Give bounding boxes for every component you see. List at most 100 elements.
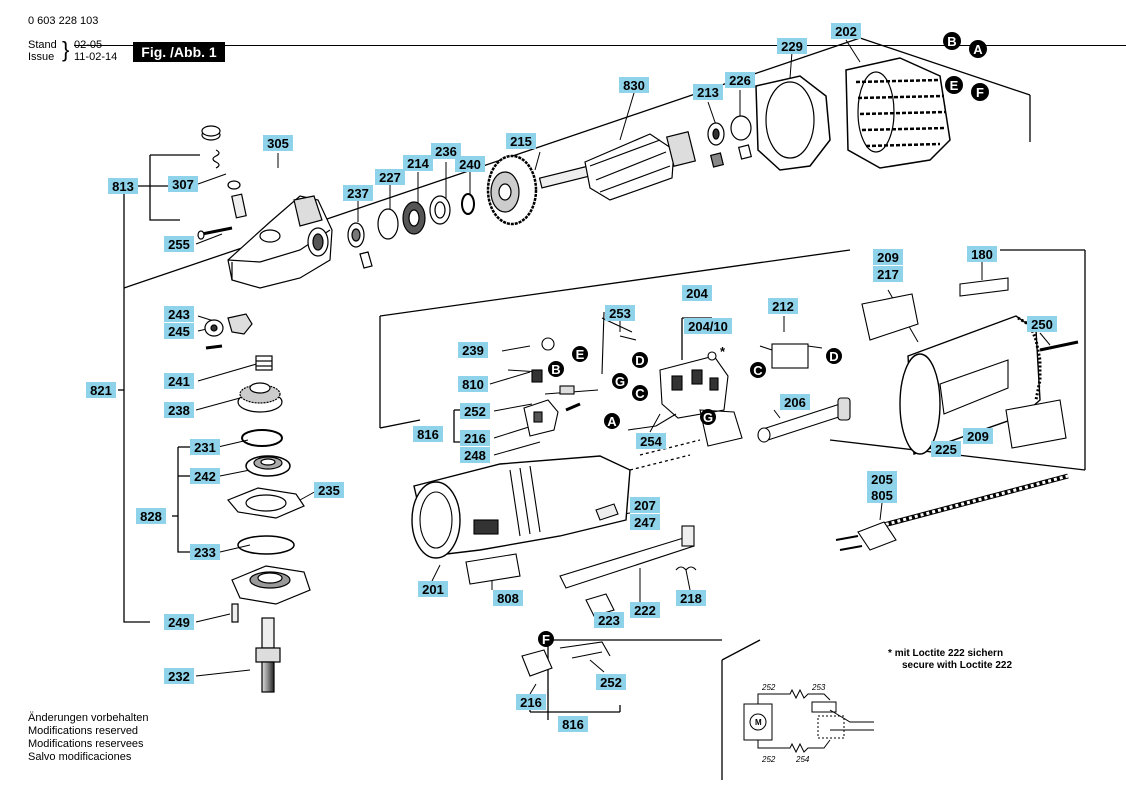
schematic-253: 253 <box>811 683 826 692</box>
label-252-mid: 252 <box>460 403 490 419</box>
svg-text:209: 209 <box>967 429 989 444</box>
label-255: 255 <box>164 236 194 252</box>
svg-text:805: 805 <box>871 488 893 503</box>
label-247: 247 <box>630 514 660 530</box>
brace: } <box>62 37 70 62</box>
gear-head-parts <box>197 125 333 693</box>
svg-text:828: 828 <box>140 509 162 524</box>
svg-text:212: 212 <box>772 299 794 314</box>
svg-text:810: 810 <box>462 377 484 392</box>
label-233: 233 <box>190 544 220 560</box>
label-206: 206 <box>780 394 810 410</box>
loctite-marker: * <box>720 344 726 359</box>
svg-text:204/10: 204/10 <box>688 319 728 334</box>
electrical-parts <box>411 277 1079 677</box>
svg-text:F: F <box>976 85 984 100</box>
loctite-star: * <box>888 648 892 659</box>
svg-text:B: B <box>947 34 956 49</box>
svg-text:816: 816 <box>417 427 439 442</box>
label-201: 201 <box>418 581 448 597</box>
svg-text:214: 214 <box>407 156 429 171</box>
svg-text:A: A <box>973 42 983 57</box>
svg-text:242: 242 <box>194 469 216 484</box>
label-238: 238 <box>164 402 194 418</box>
connector-g-lower: G <box>700 409 716 425</box>
svg-text:218: 218 <box>680 591 702 606</box>
svg-text:305: 305 <box>267 136 289 151</box>
label-218: 218 <box>676 590 706 606</box>
label-209-bottom: 209 <box>963 428 993 444</box>
svg-text:253: 253 <box>609 306 631 321</box>
label-232: 232 <box>164 668 194 684</box>
svg-text:C: C <box>635 386 645 401</box>
svg-text:813: 813 <box>112 179 134 194</box>
label-248: 248 <box>460 447 490 463</box>
svg-text:G: G <box>703 410 713 425</box>
svg-text:A: A <box>607 414 617 429</box>
svg-text:215: 215 <box>510 134 532 149</box>
svg-text:225: 225 <box>935 442 957 457</box>
connector-f-bottom: F <box>538 631 554 647</box>
svg-text:217: 217 <box>877 267 899 282</box>
label-813: 813 <box>108 178 138 194</box>
svg-text:247: 247 <box>634 515 656 530</box>
connector-c-mid: C <box>632 385 648 401</box>
svg-text:254: 254 <box>640 434 662 449</box>
svg-text:249: 249 <box>168 615 190 630</box>
svg-text:821: 821 <box>90 383 112 398</box>
svg-text:223: 223 <box>598 613 620 628</box>
label-254: 254 <box>636 433 666 449</box>
label-205: 205 <box>867 471 897 487</box>
svg-text:E: E <box>950 78 959 93</box>
svg-text:G: G <box>615 374 625 389</box>
label-216-mid: 216 <box>460 430 490 446</box>
label-305: 305 <box>263 135 293 151</box>
label-226: 226 <box>725 72 755 88</box>
label-235: 235 <box>314 482 344 498</box>
label-250: 250 <box>1027 316 1057 332</box>
label-222: 222 <box>630 602 660 618</box>
svg-text:209: 209 <box>877 250 899 265</box>
label-217: 217 <box>873 266 903 282</box>
connector-d-right: D <box>826 348 842 364</box>
label-204: 204 <box>682 285 712 301</box>
label-237: 237 <box>343 185 373 201</box>
svg-text:816: 816 <box>562 717 584 732</box>
connector-e-top: E <box>945 76 963 94</box>
label-805: 805 <box>867 487 897 503</box>
svg-text:216: 216 <box>464 431 486 446</box>
svg-text:D: D <box>635 353 644 368</box>
label-821: 821 <box>86 382 116 398</box>
svg-text:C: C <box>753 363 763 378</box>
label-225: 225 <box>931 441 961 457</box>
svg-text:232: 232 <box>168 669 190 684</box>
svg-text:226: 226 <box>729 73 751 88</box>
label-204-10: 204/10 <box>684 318 732 334</box>
svg-text:252: 252 <box>600 675 622 690</box>
schematic-motor: M <box>755 718 762 727</box>
label-816-bottom: 816 <box>558 716 588 732</box>
label-214: 214 <box>403 155 433 171</box>
svg-text:830: 830 <box>623 78 645 93</box>
label-223: 223 <box>594 612 624 628</box>
label-243: 243 <box>164 306 194 322</box>
label-830: 830 <box>619 77 649 93</box>
stand-old-date: 02-05 <box>74 39 1126 51</box>
loctite-note: * mit Loctite 222 sichern secure with Lo… <box>888 648 1012 672</box>
svg-text:241: 241 <box>168 374 190 389</box>
label-236: 236 <box>431 143 461 159</box>
issue-label: Issue <box>28 51 55 63</box>
note-french: Modifications reservees <box>28 738 144 750</box>
svg-text:236: 236 <box>435 144 457 159</box>
svg-text:255: 255 <box>168 237 190 252</box>
label-816-mid: 816 <box>413 426 443 442</box>
svg-text:E: E <box>576 347 585 362</box>
svg-text:233: 233 <box>194 545 216 560</box>
connector-markers: B A E F E B D G C A G C D F <box>538 32 989 647</box>
loctite-german: mit Loctite 222 sichern <box>894 648 1004 659</box>
connector-d-mid: D <box>632 352 648 368</box>
part-number-labels: 813 821 828 305 307 255 243 245 241 238 … <box>86 23 1057 732</box>
note-german: Änderungen vorbehalten <box>28 712 149 724</box>
label-252-bottom: 252 <box>596 674 626 690</box>
